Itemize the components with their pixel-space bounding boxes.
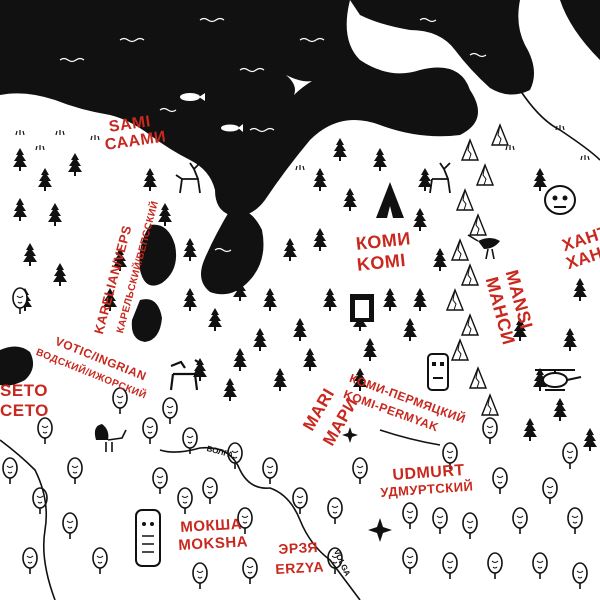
rivers (0, 89, 600, 600)
helicopter-icon (535, 369, 582, 391)
label-seto-ru: СЕТО (0, 401, 49, 420)
idol-icon (135, 509, 161, 567)
moose-icon (169, 359, 202, 391)
reindeer-icon (175, 162, 201, 194)
tent-icon (376, 182, 404, 218)
label-erzya: ERZYA (274, 558, 325, 577)
label-erzya-ru: ЭРЗЯ (277, 538, 319, 557)
mask-icon (427, 353, 449, 391)
label-komi-en: KOMI (355, 249, 407, 275)
snowflake-ornament-icon (342, 427, 358, 443)
sea-waves (59, 17, 487, 253)
peacock-icon (94, 424, 127, 452)
mask-icon (544, 185, 576, 215)
fish-icon (221, 124, 243, 132)
fish-icon (180, 93, 205, 101)
ural-mountains (446, 124, 509, 416)
fish-icon (422, 58, 447, 66)
label-moksha: MOKSHA (177, 533, 249, 554)
snowflake-ornament-icon (368, 518, 392, 542)
idol-icon (350, 294, 374, 322)
label-seto: SETO (0, 381, 48, 400)
heron-icon (467, 234, 500, 260)
label-moksha-ru: МОКША (179, 515, 243, 536)
reindeer-icon (429, 162, 451, 194)
sea-and-lakes (0, 0, 600, 386)
bird-icon (286, 75, 312, 95)
